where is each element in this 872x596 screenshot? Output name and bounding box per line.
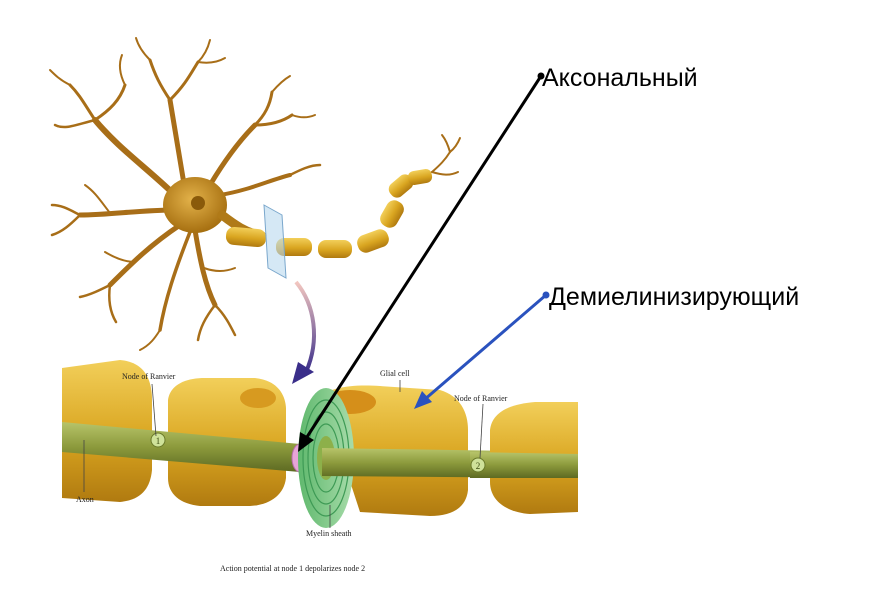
demyelinating-callout-label: Демиелинизирующий <box>549 285 799 310</box>
glial-nucleus-left <box>240 388 276 408</box>
label-axon: Axon <box>76 496 94 504</box>
label-glial-cell: Glial cell <box>380 370 410 378</box>
node-2-number: 2 <box>476 461 481 471</box>
label-node-of-ranvier-right: Node of Ranvier <box>454 395 507 403</box>
zoom-pointer-arrow <box>296 282 314 372</box>
axon-right-front <box>470 452 578 478</box>
neuron-axon-terminals <box>432 135 460 175</box>
neuron-nucleus <box>191 196 205 210</box>
diagram-caption: Action potential at node 1 depolarizes n… <box>220 564 365 573</box>
label-myelin-sheath: Myelin sheath <box>306 530 352 538</box>
neuron-myelin-segments <box>225 168 433 258</box>
node-1-number: 1 <box>156 436 161 446</box>
demyelinating-arrow-line <box>424 295 546 400</box>
cross-section-plane <box>264 205 286 278</box>
label-node-of-ranvier-left: Node of Ranvier <box>122 373 175 381</box>
axonal-callout-label: Аксональный <box>542 66 698 91</box>
